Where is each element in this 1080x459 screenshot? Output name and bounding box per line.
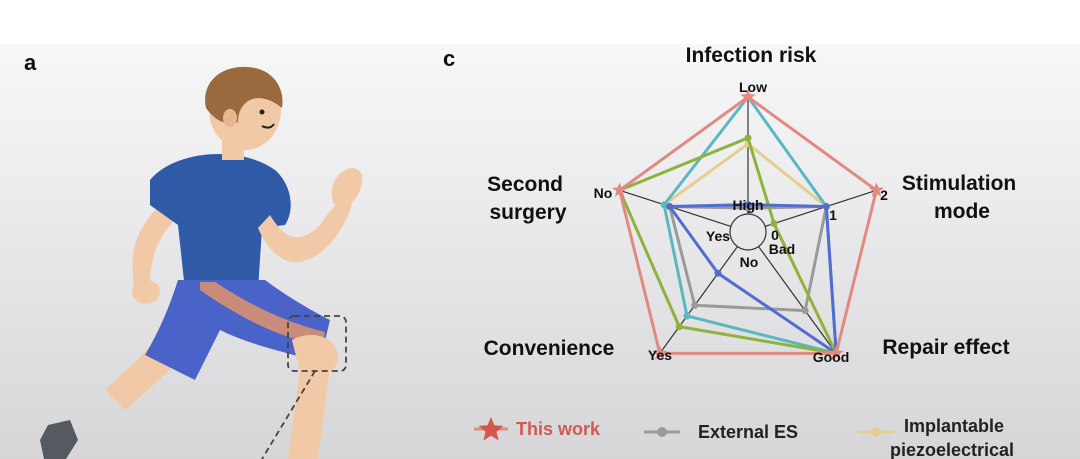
radar-spoke — [758, 246, 837, 354]
radar-inner-circle — [729, 213, 767, 251]
radar-series-polygon — [662, 142, 838, 355]
radar-point — [744, 134, 752, 142]
axis-title-line: Infection risk — [686, 44, 817, 67]
legend-item-external-es: External ES — [644, 422, 798, 442]
legend-label-line: External ES — [698, 422, 798, 442]
axis-title-line: Stimulation — [902, 172, 1016, 195]
tick-label-no-surgery: No — [594, 185, 613, 201]
axis-title-line: surgery — [489, 201, 566, 224]
tick-label-low: Low — [739, 79, 767, 95]
radar-point — [691, 301, 699, 309]
tick-label-yes-convenience: Yes — [648, 347, 672, 363]
back-hand — [132, 280, 160, 304]
radar-point-star — [828, 345, 844, 360]
back-shoe — [40, 420, 78, 459]
axis-title-convenience: Convenience — [484, 337, 615, 360]
axis-title-second-surgery: Second surgery — [487, 173, 569, 224]
axis-title-infection-risk: Infection risk — [686, 44, 817, 67]
radar-point-star — [652, 345, 668, 360]
eye — [259, 109, 265, 115]
radar-point — [714, 269, 722, 277]
shorts — [145, 280, 330, 380]
radar-point-star — [868, 182, 884, 197]
panel-label-c: c — [443, 46, 455, 71]
radar-point — [683, 312, 691, 320]
radar-series-polygon — [618, 136, 838, 355]
tick-label-2: 2 — [880, 187, 888, 203]
front-hand — [331, 168, 363, 210]
radar-series-polygon — [668, 203, 838, 355]
legend-dot-marker — [871, 427, 881, 437]
radar-point — [770, 220, 778, 228]
radar-point — [675, 323, 683, 331]
tick-label-1: 1 — [829, 207, 837, 223]
shirt — [150, 153, 291, 290]
front-arm — [258, 195, 352, 263]
axis-title-line: Convenience — [484, 337, 615, 360]
radar-series-polygon — [618, 95, 878, 355]
tick-label-no-convenience: No — [740, 254, 759, 270]
axis-title-line: mode — [934, 200, 990, 223]
legend-label-line: piezoelectrical — [890, 440, 1014, 459]
radar-point-star — [612, 182, 628, 197]
mouth — [261, 123, 275, 129]
shorts-stripe — [200, 282, 325, 346]
radar-spoke — [764, 189, 877, 228]
radar-point — [666, 203, 674, 211]
tick-labels: Low High 2 1 0 Good Bad Yes No No Yes — [594, 79, 888, 365]
radar-series-polygon — [662, 95, 838, 355]
radar-point — [744, 201, 752, 209]
tick-label-yes-surgery: Yes — [706, 228, 730, 244]
radar-spoke — [659, 246, 738, 354]
front-knee — [292, 335, 339, 375]
radar-point — [822, 203, 830, 211]
tick-label-good: Good — [813, 349, 850, 365]
ear — [223, 109, 237, 127]
axis-title-stimulation-mode: Stimulation mode — [902, 172, 1022, 223]
hair — [205, 66, 283, 124]
front-shin — [288, 368, 330, 459]
radar-chart — [612, 89, 884, 360]
axis-titles: Infection risk Stimulation mode Repair e… — [484, 44, 1022, 360]
tick-label-bad: Bad — [769, 241, 795, 257]
callout-line — [261, 370, 316, 459]
axis-title-repair-effect: Repair effect — [882, 336, 1009, 359]
knee-highlight-box — [287, 315, 347, 372]
radar-spoke — [619, 189, 732, 228]
radar-point — [801, 307, 809, 315]
legend: This work External ES Implantable piezoe… — [474, 416, 1014, 459]
tick-label-0: 0 — [771, 227, 779, 243]
legend-item-implantable-piezoelectrical: Implantable piezoelectrical — [858, 416, 1014, 459]
figure-background — [0, 44, 1080, 459]
panel-label-a: a — [24, 50, 37, 75]
running-person-illustration — [40, 66, 363, 459]
axis-title-line: Repair effect — [882, 336, 1009, 359]
legend-label: This work — [516, 419, 601, 439]
legend-label-line: This work — [516, 419, 601, 439]
legend-star-marker — [478, 417, 504, 441]
legend-dot-marker — [657, 427, 667, 437]
legend-label: External ES — [698, 422, 798, 442]
legend-label: Implantable piezoelectrical — [890, 416, 1014, 459]
axis-title-line: Second — [487, 173, 563, 196]
legend-label-line: Implantable — [904, 416, 1004, 436]
legend-item-this-work: This work — [474, 417, 601, 441]
radar-point-star — [740, 89, 756, 104]
radar-point — [660, 201, 668, 209]
tick-label-high: High — [732, 197, 763, 213]
back-arm — [132, 205, 175, 298]
